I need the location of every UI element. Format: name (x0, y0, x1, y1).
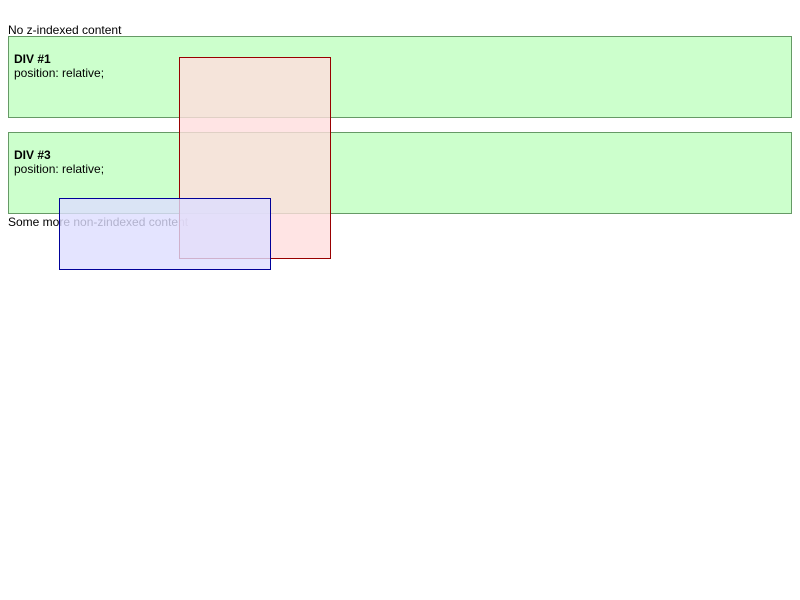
blue-overlay-box (59, 198, 271, 270)
div-3-title: DIV #3 (14, 148, 51, 162)
div-1-content: DIV #1 position: relative; (14, 52, 104, 80)
div-3-description: position: relative; (14, 162, 105, 176)
div-1-box: DIV #1 position: relative; (8, 36, 792, 118)
top-static-text: No z-indexed content (8, 23, 122, 37)
div-1-title: DIV #1 (14, 52, 51, 66)
div-3-content: DIV #3 position: relative; (14, 148, 104, 176)
div-1-description: position: relative; (14, 66, 105, 80)
